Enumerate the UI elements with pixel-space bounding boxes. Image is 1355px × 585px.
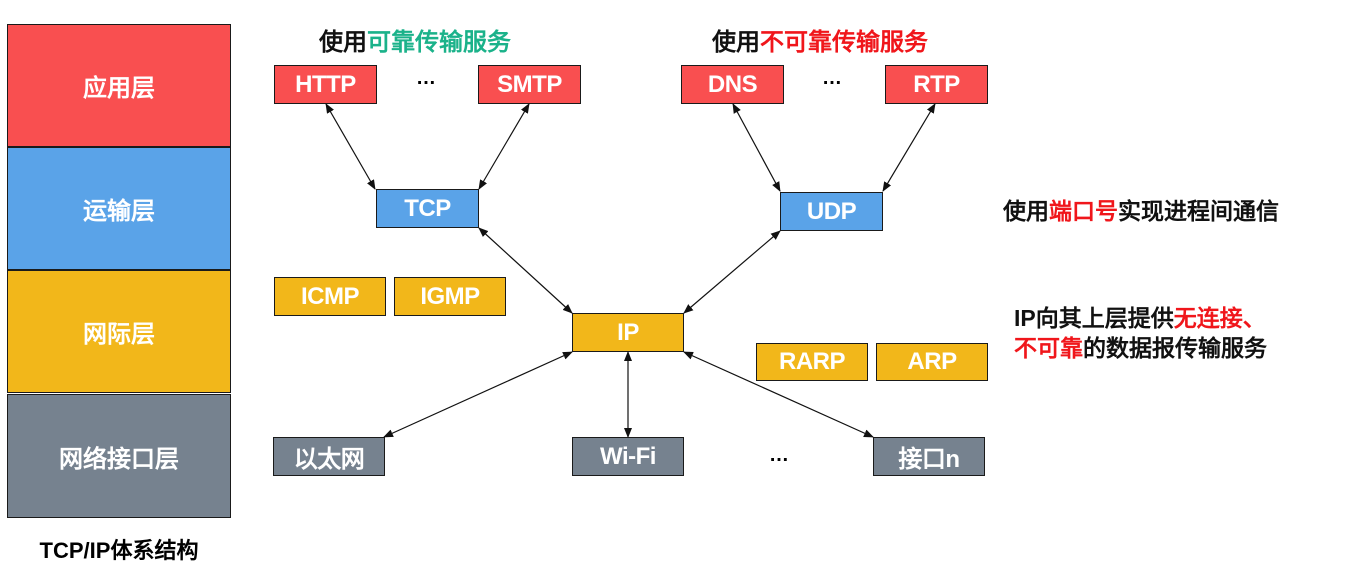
protocol-dns-label: DNS	[707, 70, 758, 98]
interface-wifi: Wi-Fi	[572, 437, 684, 476]
protocol-ip: IP	[572, 313, 684, 352]
note-ip-line2-highlight: 不可靠	[1014, 335, 1083, 361]
layer-transport: 运输层	[7, 147, 231, 270]
protocol-arp-label: ARP	[907, 348, 957, 375]
protocol-igmp-label: IGMP	[420, 282, 480, 310]
arrow-ip-ethernet	[383, 351, 573, 438]
ellipsis-interfaces: …	[769, 444, 789, 466]
protocol-icmp-label: ICMP	[301, 282, 360, 310]
interface-ethernet-label: 以太网	[293, 446, 365, 473]
layer-application: 应用层	[7, 24, 231, 147]
protocol-ip-label: IP	[617, 318, 639, 346]
interface-ethernet: 以太网	[273, 437, 385, 476]
layer-network-interface: 网络接口层	[7, 394, 231, 518]
arrow-udp-ip	[683, 230, 781, 314]
layer-application-label: 应用层	[83, 75, 155, 102]
note-port-highlight: 端口号	[1049, 198, 1118, 224]
note-port-suffix: 实现进程间通信	[1118, 198, 1279, 224]
note-port-numbers: 使用端口号实现进程间通信	[1003, 196, 1279, 226]
heading-unreliable-highlight: 不可靠传输服务	[760, 29, 928, 56]
layer-internet-label: 网际层	[83, 321, 155, 348]
protocol-dns: DNS	[681, 65, 784, 104]
heading-unreliable-prefix: 使用	[712, 29, 760, 56]
layer-internet: 网际层	[7, 270, 231, 393]
protocol-udp: UDP	[780, 192, 883, 231]
protocol-tcp: TCP	[376, 189, 479, 228]
note-ip-service-line2: 不可靠的数据报传输服务	[1014, 333, 1267, 363]
protocol-arp: ARP	[876, 343, 988, 381]
heading-reliable-highlight: 可靠传输服务	[367, 29, 511, 56]
arrow-rtp-udp	[882, 103, 936, 192]
interface-n: 接口n	[873, 437, 985, 476]
note-port-prefix: 使用	[1003, 198, 1049, 224]
arrow-smtp-tcp	[478, 103, 530, 190]
heading-reliable-prefix: 使用	[319, 29, 367, 56]
heading-reliable: 使用可靠传输服务	[319, 22, 511, 57]
protocol-rarp: RARP	[756, 343, 868, 381]
layer-transport-label: 运输层	[83, 198, 155, 225]
arrow-dns-udp	[732, 103, 781, 192]
protocol-http-label: HTTP	[295, 70, 356, 98]
interface-n-label: 接口n	[898, 446, 960, 473]
protocol-rarp-label: RARP	[778, 348, 846, 375]
diagram-caption: TCP/IP体系结构	[39, 538, 199, 563]
protocol-rtp-label: RTP	[913, 70, 960, 98]
ellipsis-unreliable-apps: …	[822, 67, 842, 89]
interface-wifi-label: Wi-Fi	[600, 442, 656, 470]
protocol-http: HTTP	[274, 65, 377, 104]
note-ip-line2-suffix: 的数据报传输服务	[1083, 335, 1267, 361]
protocol-smtp: SMTP	[478, 65, 581, 104]
ellipsis-reliable-apps: …	[416, 67, 436, 89]
protocol-icmp: ICMP	[274, 277, 386, 316]
note-ip-service-line1: IP向其上层提供无连接、	[1014, 303, 1267, 333]
protocol-smtp-label: SMTP	[497, 70, 562, 98]
protocol-rtp: RTP	[885, 65, 988, 104]
arrow-http-tcp	[325, 103, 376, 190]
note-ip-line1-highlight: 无连接、	[1173, 305, 1266, 331]
note-ip-line1-prefix: IP向其上层提供	[1014, 305, 1174, 331]
note-ip-service: IP向其上层提供无连接、 不可靠的数据报传输服务	[1014, 303, 1267, 363]
protocol-udp-label: UDP	[806, 197, 857, 225]
heading-unreliable: 使用不可靠传输服务	[712, 22, 928, 57]
protocol-tcp-label: TCP	[404, 194, 451, 222]
layer-network-interface-label: 网络接口层	[59, 445, 179, 473]
protocol-igmp: IGMP	[394, 277, 506, 316]
